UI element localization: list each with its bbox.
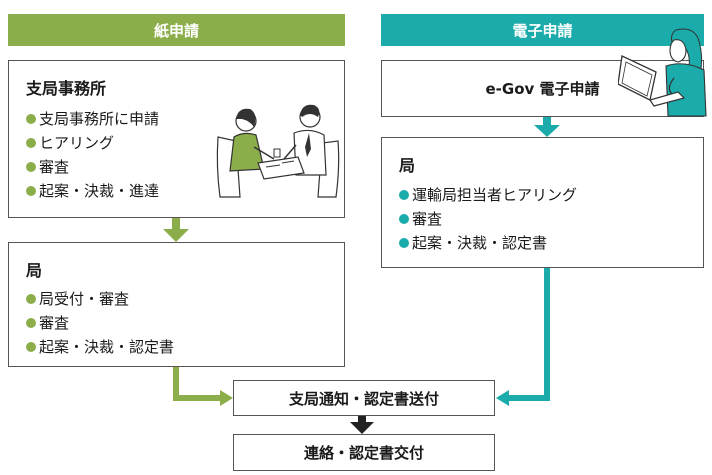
- bullet-dot: [26, 138, 36, 148]
- list-item: 審査: [26, 311, 174, 335]
- paper-bureau-title: 局: [26, 261, 43, 280]
- paper-flow-arrow-head: [163, 229, 189, 242]
- electronic-application-header: 電子申請: [381, 14, 704, 46]
- laptop-user-icon: [618, 28, 707, 117]
- list-item: 審査: [399, 207, 577, 231]
- paper-application-header-label: 紙申請: [153, 21, 199, 40]
- paper-to-notice-connector: [173, 367, 222, 401]
- bullet-dot: [26, 162, 36, 172]
- paper-to-notice-arrow-head: [220, 390, 233, 406]
- delivery-title: 連絡・認定書交付: [303, 444, 424, 462]
- egov-flow-arrow-shaft: [543, 117, 551, 129]
- list-item: 局受付・審査: [26, 287, 174, 311]
- list-item: 起案・決裁・認定書: [399, 231, 577, 255]
- list-item: 支局事務所に申請: [26, 107, 159, 131]
- list-item: 審査: [26, 155, 159, 179]
- bullet-dot: [399, 238, 409, 248]
- electronic-bureau-title: 局: [399, 156, 416, 175]
- bullet-dot: [26, 318, 36, 328]
- branch-office-box: 支局事務所 支局事務所に申請 ヒアリング 審査 起案・決裁・進達: [8, 60, 345, 218]
- list-item: 起案・決裁・進達: [26, 179, 159, 203]
- bullet-dot: [26, 114, 36, 124]
- electronic-application-header-label: 電子申請: [512, 21, 573, 40]
- egov-title: e-Gov 電子申請: [485, 80, 600, 98]
- delivery-box: 連絡・認定書交付: [233, 434, 495, 471]
- electronic-to-notice-connector: [506, 268, 550, 401]
- bullet-dot: [26, 294, 36, 304]
- bullet-dot: [26, 186, 36, 196]
- notice-to-delivery-arrow-head: [350, 422, 374, 434]
- branch-office-title: 支局事務所: [26, 79, 107, 98]
- list-item: ヒアリング: [26, 131, 159, 155]
- paper-flow-arrow-shaft: [172, 218, 180, 232]
- bullet-dot: [26, 342, 36, 352]
- list-item: 運輸局担当者ヒアリング: [399, 183, 577, 207]
- notice-title: 支局通知・認定書送付: [288, 389, 439, 408]
- paper-bureau-steps: 局受付・審査 審査 起案・決裁・認定書: [26, 287, 174, 359]
- electronic-to-notice-arrow-head: [496, 390, 509, 406]
- paper-bureau-box: 局 局受付・審査 審査 起案・決裁・認定書: [8, 242, 345, 367]
- notice-box: 支局通知・認定書送付: [233, 380, 495, 416]
- bullet-dot: [399, 214, 409, 224]
- notice-to-delivery-arrow-shaft: [358, 415, 366, 425]
- meeting-people-icon: [216, 104, 340, 198]
- bullet-dot: [399, 190, 409, 200]
- branch-office-steps: 支局事務所に申請 ヒアリング 審査 起案・決裁・進達: [26, 107, 159, 203]
- electronic-bureau-box: 局 運輸局担当者ヒアリング 審査 起案・決裁・認定書: [381, 137, 704, 268]
- egov-flow-arrow-head: [534, 125, 560, 137]
- electronic-bureau-steps: 運輸局担当者ヒアリング 審査 起案・決裁・認定書: [399, 183, 577, 255]
- list-item: 起案・決裁・認定書: [26, 335, 174, 359]
- paper-application-header: 紙申請: [8, 14, 345, 46]
